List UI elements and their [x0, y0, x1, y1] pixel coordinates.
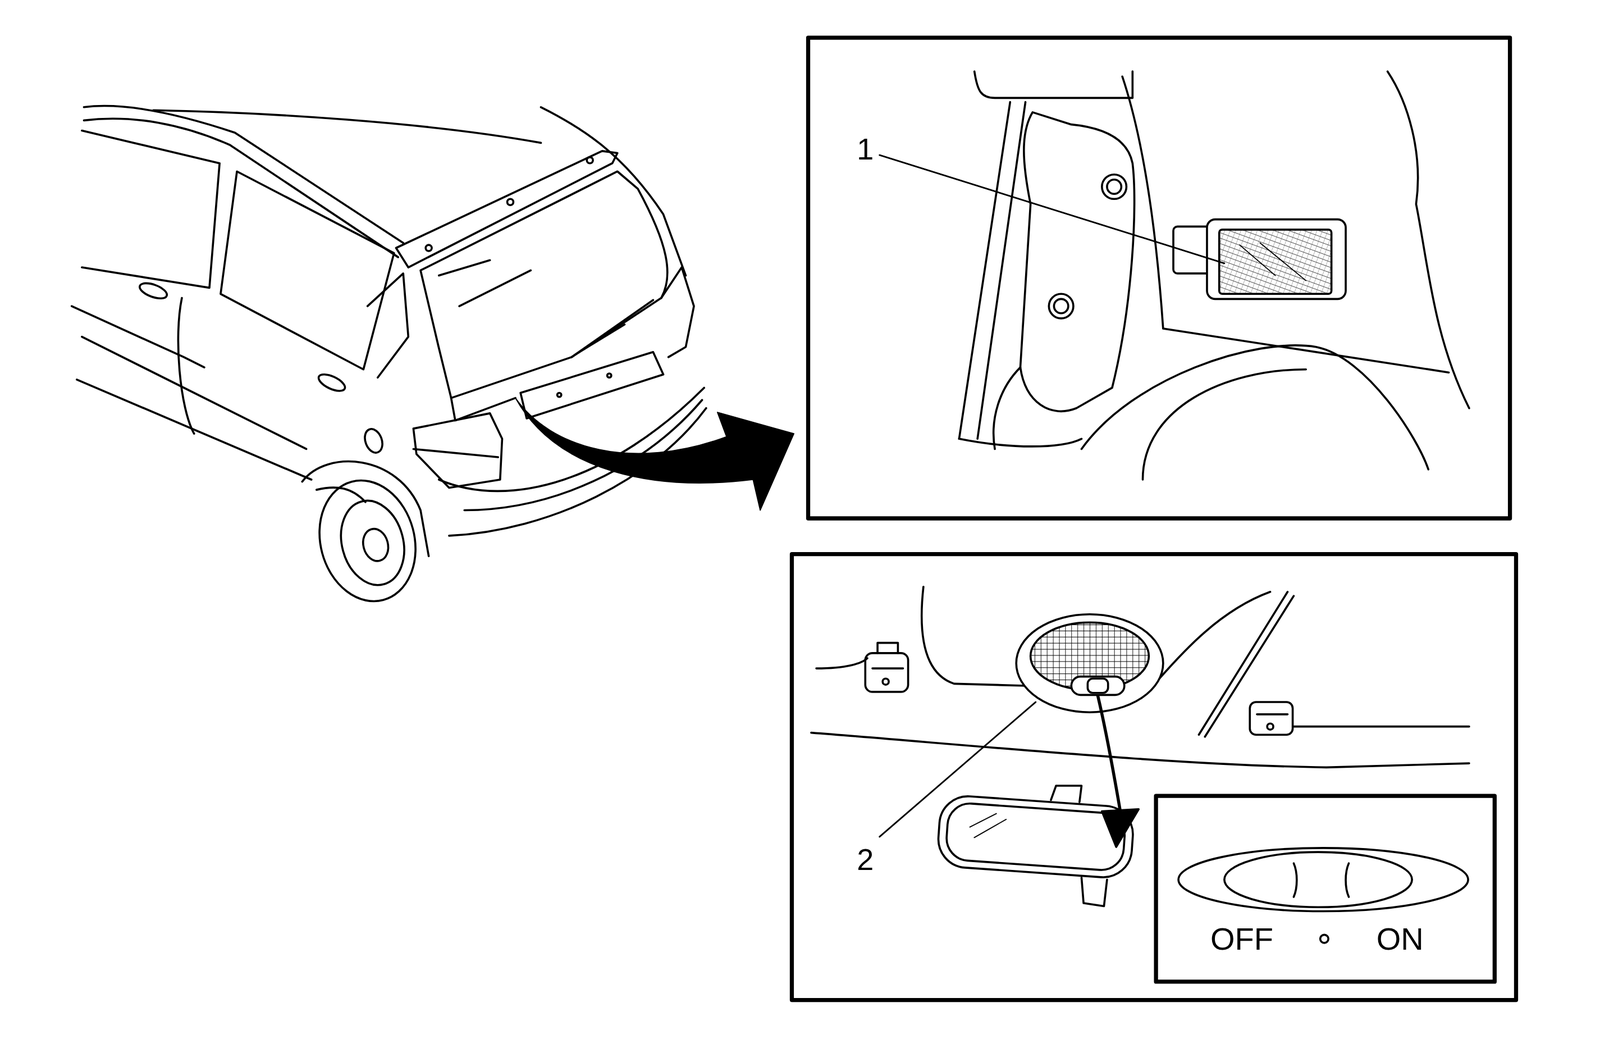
pointer-arrow	[1098, 695, 1121, 811]
detail-panel	[791, 554, 1516, 1000]
callout-number: 2	[856, 843, 874, 875]
pointer-arrow	[515, 398, 794, 511]
switch-label: ON	[1376, 922, 1424, 955]
leader-line	[879, 701, 1036, 837]
car-body	[71, 105, 707, 612]
switch-label: OFF	[1210, 922, 1274, 955]
switch-inset	[1155, 795, 1495, 982]
cargo-area-view	[958, 71, 1469, 480]
arrowhead	[1102, 808, 1139, 847]
leader-line	[879, 154, 1225, 264]
detail-panel	[808, 37, 1511, 519]
callout-number: 1	[856, 133, 874, 164]
